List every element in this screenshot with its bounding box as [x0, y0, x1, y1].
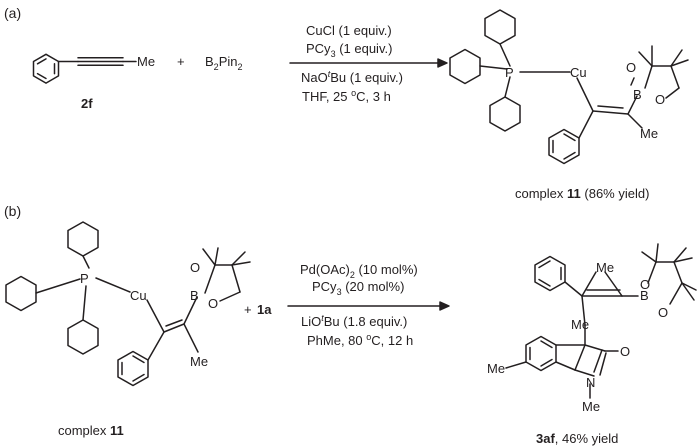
atom-me-n-3af: Me — [582, 399, 600, 414]
conditions-b-line1: Pd(OAc)2 (10 mol%) — [300, 262, 418, 280]
conditions-a-line4: THF, 25 oC, 3 h — [302, 88, 391, 104]
conditions-a-line1: CuCl (1 equiv.) — [306, 23, 392, 38]
atom-me-top-3af: Me — [596, 260, 614, 275]
atom-o-carbonyl-3af: O — [620, 344, 630, 359]
conditions-b-line4: PhMe, 80 oC, 12 h — [307, 332, 413, 348]
atom-o1-a: O — [626, 60, 636, 75]
atom-b-3af: B — [640, 288, 649, 303]
compound-id-1a: 1a — [257, 302, 272, 317]
compound-id-2f: 2f — [81, 96, 93, 111]
atom-o1-b: O — [190, 260, 200, 275]
atom-p-b: P — [80, 271, 89, 286]
plus-sign-b: + — [244, 302, 252, 317]
atom-me-b: Me — [190, 354, 208, 369]
atom-me-a: Me — [640, 126, 658, 141]
atom-cu-b: Cu — [130, 288, 147, 303]
conditions-a-line2: PCy3 (1 equiv.) — [306, 41, 392, 59]
panel-b-label: (b) — [4, 203, 21, 219]
conditions-b-line3: LiOtBu (1.8 equiv.) — [301, 313, 407, 329]
atom-p-a: P — [505, 65, 514, 80]
panel-a-label: (a) — [4, 5, 21, 21]
product-3af-caption: 3af, 46% yield — [536, 431, 618, 446]
atom-me-aryl-3af: Me — [487, 361, 505, 376]
atom-o2-a: O — [655, 92, 665, 107]
plus-sign-a: + — [177, 54, 185, 69]
conditions-b-line2: PCy3 (20 mol%) — [312, 279, 404, 297]
atom-b-a: B — [633, 87, 642, 102]
complex-11-structure-a — [449, 9, 689, 165]
reactant-me-label: Me — [137, 54, 155, 69]
complex-11-structure-b — [5, 221, 251, 387]
reaction-arrowhead-b — [439, 301, 450, 311]
product-3af-structure — [505, 243, 697, 399]
b2pin2-reagent: B2Pin2 — [205, 54, 243, 72]
reaction-arrowhead-a — [437, 58, 448, 68]
atom-o1-3af: O — [640, 277, 650, 292]
complex-11-caption-b: complex 11 — [58, 423, 124, 438]
atom-o2-3af: O — [658, 305, 668, 320]
atom-me-quaternary-3af: Me — [571, 317, 589, 332]
atom-n-3af: N — [586, 375, 595, 390]
conditions-a-line3: NaOtBu (1 equiv.) — [301, 69, 403, 85]
complex-11-caption-a: complex 11 (86% yield) — [515, 186, 649, 201]
atom-b-b: B — [190, 288, 199, 303]
reactant-2f-structure — [32, 53, 137, 84]
atom-cu-a: Cu — [570, 65, 587, 80]
atom-o2-b: O — [208, 296, 218, 311]
